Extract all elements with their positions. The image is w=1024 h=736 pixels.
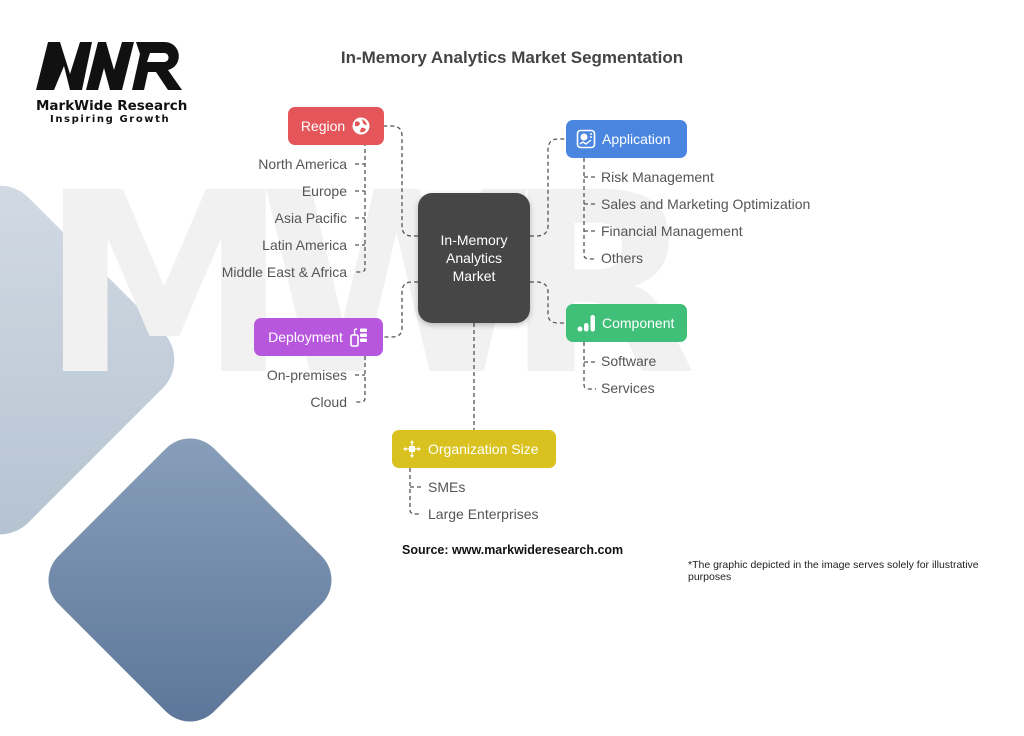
watermark-logo: MWR <box>40 139 697 430</box>
center-line-2: Analytics <box>445 250 503 266</box>
deployment-item: On-premises <box>266 367 347 383</box>
dashboard-chart-icon <box>576 129 596 149</box>
component-item: Services <box>601 380 655 396</box>
source-citation: Source: www.markwideresearch.com <box>402 543 624 557</box>
connector-center-component <box>530 281 566 324</box>
segment-node-application: Application <box>566 120 687 158</box>
application-item: Financial Management <box>601 223 743 239</box>
center-node-market: In-Memory Analytics Market <box>418 193 530 323</box>
center-line-3: Market <box>452 268 496 284</box>
disclaimer-note: *The graphic depicted in the image serve… <box>688 559 979 583</box>
connector-center-application <box>530 138 566 237</box>
connector-center-deployment <box>384 281 418 338</box>
center-line-1: In-Memory <box>440 232 508 248</box>
organization-size-item: SMEs <box>428 479 466 495</box>
region-item: Latin America <box>262 237 347 253</box>
signal-bars-icon <box>577 315 595 332</box>
globe-icon <box>352 117 370 135</box>
connector-lines <box>355 125 596 515</box>
segment-node-deployment: Deployment <box>254 318 383 356</box>
connector-organization-items <box>409 468 422 515</box>
mwr-logo-mark-icon <box>36 42 182 90</box>
region-item: Middle East & Africa <box>221 264 347 280</box>
segment-node-component: Component <box>566 304 687 342</box>
segment-label-component: Component <box>602 315 675 331</box>
region-item: North America <box>258 156 347 172</box>
segment-node-region: Region <box>288 107 384 145</box>
segment-node-organization-size: Organization Size <box>392 430 556 468</box>
component-item: Software <box>601 353 657 369</box>
connector-application-items <box>583 158 596 260</box>
organization-size-item: Large Enterprises <box>428 506 539 522</box>
mobile-server-icon <box>350 328 367 347</box>
move-arrows-icon <box>403 440 421 458</box>
application-item: Sales and Marketing Optimization <box>601 196 811 212</box>
connector-component-items <box>583 342 596 390</box>
application-item: Others <box>601 250 644 266</box>
segment-label-organization-size: Organization Size <box>428 441 539 457</box>
connector-region-items <box>355 142 366 273</box>
diagram-title: In-Memory Analytics Market Segmentation <box>340 48 684 67</box>
brand-logo: MarkWide Research Inspiring Growth <box>36 40 188 125</box>
region-item: Europe <box>301 183 347 199</box>
connector-center-region <box>384 125 418 237</box>
connector-deployment-items <box>355 356 366 403</box>
segment-label-region: Region <box>300 118 346 134</box>
brand-tagline: Inspiring Growth <box>50 114 171 125</box>
region-item: Asia Pacific <box>274 210 347 226</box>
segment-label-application: Application <box>602 131 671 147</box>
deployment-item: Cloud <box>310 394 347 410</box>
segment-label-deployment: Deployment <box>268 329 343 345</box>
brand-name: MarkWide Research <box>36 98 188 114</box>
application-item: Risk Management <box>601 169 714 185</box>
